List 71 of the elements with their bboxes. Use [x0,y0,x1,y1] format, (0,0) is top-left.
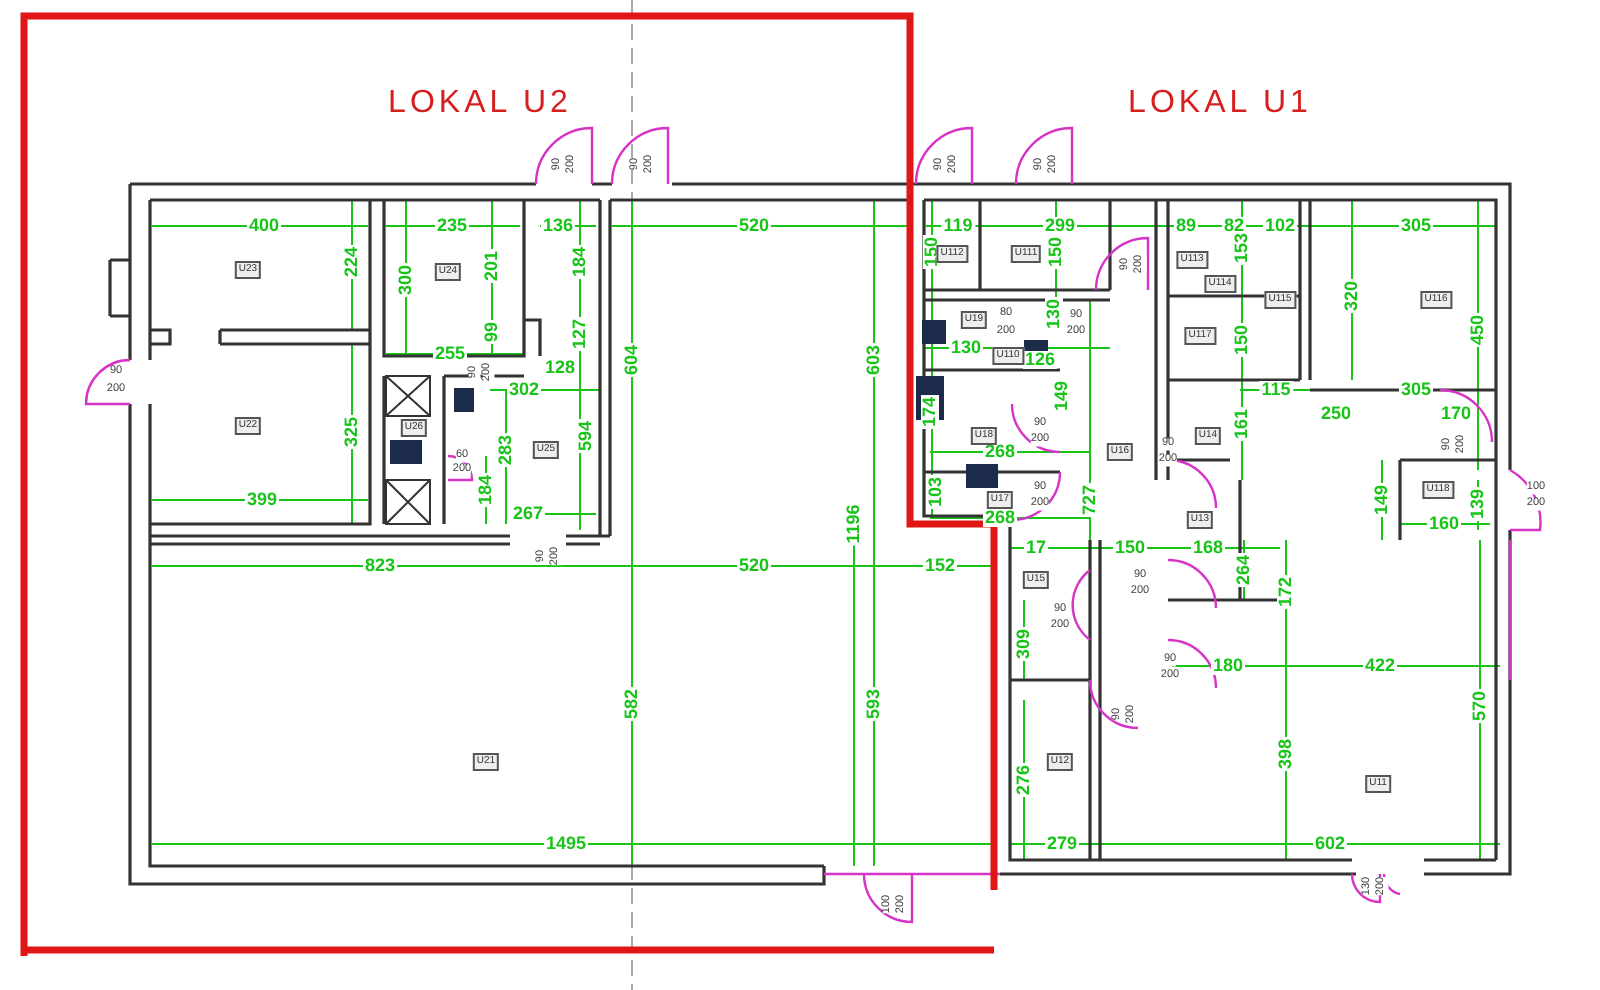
dimension-label: 268 [982,509,1018,527]
dimension-label: 128 [542,359,578,377]
dimension-label: 103 [927,474,945,510]
dimension-label: 170 [1438,405,1474,423]
dimension-label: 130 [1045,296,1063,332]
dimension-label: 300 [397,262,415,298]
dimension-label: 398 [1277,736,1295,772]
dimension-label: 149 [1053,378,1071,414]
dimension-label: 168 [1190,539,1226,557]
dimension-label: 267 [510,505,546,523]
dimension-label: 184 [477,472,495,508]
dimension-label: 400 [246,217,282,235]
dimension-label: 150 [1233,322,1251,358]
dimension-label: 255 [432,345,468,363]
dimension-label: 150 [1112,539,1148,557]
dimension-label: 139 [1469,486,1487,522]
dimension-label: 1495 [543,835,589,853]
dimension-label: 99 [483,320,501,344]
dimension-label: 604 [623,342,641,378]
dimension-label: 102 [1262,217,1298,235]
dimension-label: 130 [948,339,984,357]
dimension-label: 184 [571,244,589,280]
dimension-label: 727 [1081,482,1099,518]
dimension-label: 309 [1015,626,1033,662]
dimension-label: 823 [362,557,398,575]
dimension-label: 161 [1233,406,1251,442]
dimension-label: 115 [1259,381,1293,399]
dimension-label: 1196 [845,502,863,546]
dimension-label: 224 [343,244,361,280]
dimension-label: 399 [244,491,280,509]
dimension-label: 150 [1047,234,1065,270]
dimension-label: 127 [571,316,589,352]
dimension-label: 149 [1373,482,1391,518]
dimension-label: 268 [982,443,1018,461]
dimension-label: 299 [1042,217,1078,235]
dimension-label: 570 [1471,688,1489,724]
dimension-label: 136 [540,217,576,235]
dimension-label: 250 [1318,405,1354,423]
dimension-label: 305 [1398,381,1434,399]
dimension-label: 302 [506,381,542,399]
dimension-label: 279 [1044,835,1080,853]
dimension-label: 126 [1022,351,1058,369]
dimension-label: 520 [736,217,772,235]
dimension-label: 235 [434,217,470,235]
dimension-label: 153 [1233,230,1251,266]
dimension-label: 180 [1210,657,1246,675]
dimension-label: 17 [1024,539,1048,557]
dimension-label: 422 [1362,657,1398,675]
dimension-label: 593 [865,686,883,722]
dimension-label: 152 [922,557,958,575]
dimension-label: 82 [1222,217,1246,235]
dimension-label: 89 [1174,217,1198,235]
dimension-label: 582 [623,686,641,722]
dimension-label: 325 [343,414,361,450]
dimension-label: 602 [1312,835,1348,853]
dimension-label: 603 [865,342,883,378]
unit-title: LOKAL U2 [388,88,572,120]
dimension-label: 160 [1426,515,1462,533]
dimension-label: 283 [497,432,515,468]
dimension-label: 174 [921,394,939,430]
unit-title: LOKAL U1 [1128,88,1312,120]
dimension-label: 520 [736,557,772,575]
dimension-label: 276 [1015,762,1033,798]
dimension-label: 172 [1277,574,1295,610]
dimension-label: 594 [577,418,595,454]
dimension-label: 305 [1398,217,1434,235]
dimension-label: 201 [483,248,501,284]
dimension-label: 119 [941,217,975,235]
dimension-label: 264 [1235,552,1253,588]
dimension-label: 450 [1469,312,1487,348]
dimension-label: 320 [1343,278,1361,314]
